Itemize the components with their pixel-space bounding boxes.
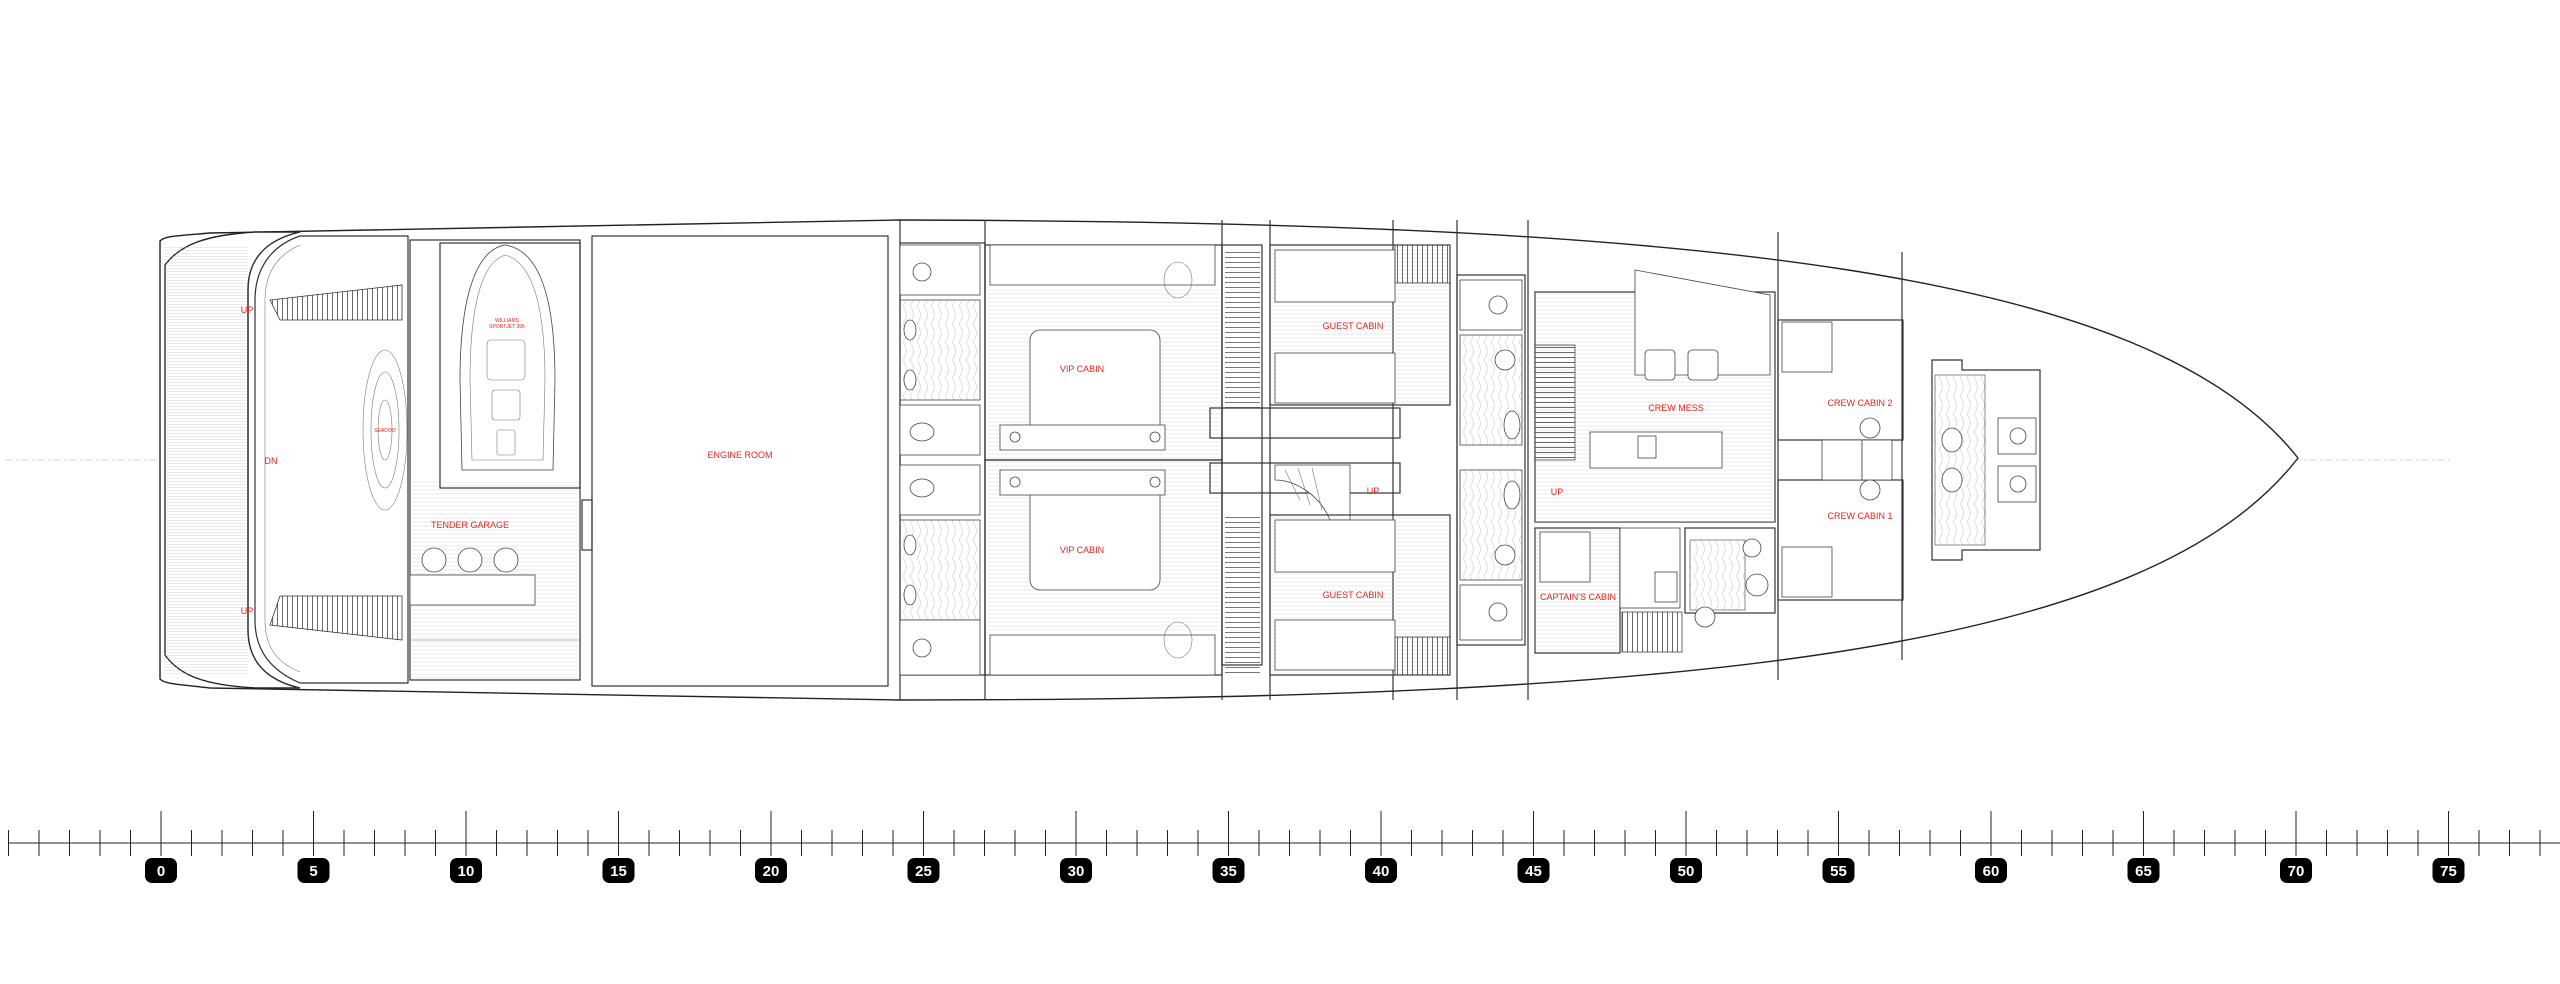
room-label-engine-room: ENGINE ROOM [707, 450, 772, 460]
ruler-badge [1670, 858, 1702, 883]
room-label-captains-cabin: CAPTAIN'S CABIN [1540, 592, 1616, 602]
svg-text:SPORTJET 395: SPORTJET 395 [489, 324, 525, 330]
svg-text:SEADOO: SEADOO [374, 428, 396, 434]
ruler-label: 40 [1373, 863, 1390, 880]
ruler-label: 50 [1678, 863, 1695, 880]
ruler-badge [755, 858, 787, 883]
vip-heads [899, 242, 986, 676]
ruler-badge [1975, 858, 2007, 883]
stair-labels: UP DN UP UP UP [241, 305, 1564, 616]
room-label-vip-cabin-top: VIP CABIN [1060, 364, 1104, 374]
ruler-label: 55 [1830, 863, 1847, 880]
svg-text:WILLIAMS: WILLIAMS [495, 318, 520, 324]
stair-label-crew-up: UP [1551, 487, 1564, 497]
vip-cabins: VIP CABIN VIP CABIN [984, 244, 1223, 676]
ruler-badge [1060, 858, 1092, 883]
ruler-label: 30 [1068, 863, 1085, 880]
room-label-vip-cabin-bottom: VIP CABIN [1060, 545, 1104, 555]
room-label-crew-cabin-2: CREW CABIN 2 [1827, 398, 1892, 408]
ruler-label: 75 [2440, 863, 2457, 880]
ruler-label: 5 [309, 863, 317, 880]
ruler-badge [145, 858, 177, 883]
stair-label-stern-up-top: UP [241, 305, 254, 315]
fender-icon [457, 547, 483, 573]
captains-cabin: CAPTAIN'S CABIN [1534, 527, 1776, 654]
tender-garage: WILLIAMS SPORTJET 395 TENDER GARAGE [409, 239, 581, 681]
ruler-label: 70 [2288, 863, 2305, 880]
ruler-badge [2280, 858, 2312, 883]
ruler-label: 25 [915, 863, 932, 880]
ruler-badge [297, 858, 330, 883]
lobby [1209, 244, 1401, 675]
ruler-label: 35 [1220, 863, 1237, 880]
fender-icon [493, 547, 519, 573]
ruler-badge [602, 858, 635, 883]
jet-ski-icon [362, 349, 408, 511]
ruler-label: 10 [458, 863, 475, 880]
ruler-badge [450, 858, 482, 883]
swim-platform [164, 231, 301, 689]
stern-cockpit: SEADOO [254, 235, 409, 684]
engine-room: ENGINE ROOM [581, 235, 889, 687]
fender-icon [421, 547, 447, 573]
room-label-crew-cabin-1: CREW CABIN 1 [1827, 511, 1892, 521]
stern-stairs-bottom [269, 595, 403, 641]
ruler-label: 0 [157, 863, 165, 880]
ruler-badge [2432, 858, 2465, 883]
ruler-badge [1365, 858, 1397, 883]
room-label-guest-cabin-bottom: GUEST CABIN [1323, 590, 1384, 600]
room-label-tender-garage: TENDER GARAGE [431, 520, 509, 530]
stair-label-stern-dn: DN [265, 456, 278, 466]
guest-cabins: GUEST CABIN GUEST CABIN [1269, 244, 1451, 676]
ruler-label: 15 [610, 863, 627, 880]
ruler-label: 65 [2135, 863, 2152, 880]
room-label-guest-cabin-top: GUEST CABIN [1323, 321, 1384, 331]
ruler-label: 20 [763, 863, 780, 880]
ruler-badge [1822, 858, 1855, 883]
stair-label-lobby-up: UP [1367, 486, 1380, 496]
stair-label-stern-up-bottom: UP [241, 606, 254, 616]
ruler-badge [1517, 858, 1550, 883]
ruler-label: 45 [1525, 863, 1542, 880]
ruler-badge [1212, 858, 1245, 883]
guest-heads [1456, 274, 1526, 646]
ruler-badge [907, 858, 940, 883]
ruler-label: 60 [1983, 863, 2000, 880]
bow-heads [1931, 359, 2041, 561]
crew-mess: CREW MESS [1534, 269, 1776, 523]
tender-boat-icon: WILLIAMS SPORTJET 395 [459, 244, 556, 471]
scale-ruler: 0 5 10 15 20 25 30 35 40 45 50 55 60 65 70 75 [8, 811, 2560, 883]
room-label-crew-mess: CREW MESS [1648, 403, 1704, 413]
stern-stairs-top [269, 284, 403, 321]
ruler-badge [2127, 858, 2160, 883]
crew-cabins: CREW CABIN 2 CREW CABIN 1 [1777, 319, 1904, 601]
